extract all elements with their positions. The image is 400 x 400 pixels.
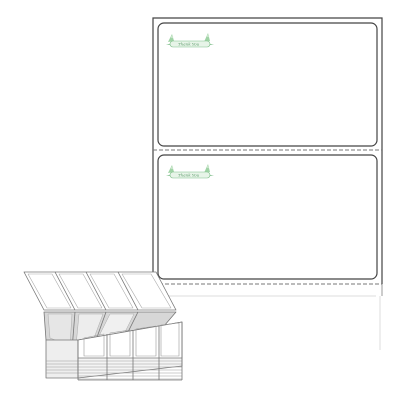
fanfold-stack-icon — [23, 271, 183, 381]
label-2 — [157, 154, 378, 280]
label-1 — [157, 22, 378, 147]
floral-banner-icon — [166, 164, 214, 179]
liner-tail — [152, 284, 383, 296]
floral-banner-icon — [166, 33, 214, 48]
stack-layers — [46, 360, 182, 380]
stack-front-left — [45, 339, 79, 379]
label-1-logo: Thank You — [166, 33, 214, 48]
label-2-logo: Thank You — [166, 164, 214, 179]
label-1-logo-text: Thank You — [178, 42, 200, 47]
label-2-logo-text: Thank You — [178, 173, 200, 178]
label-sheet — [152, 17, 383, 350]
unfolded-strip — [23, 271, 177, 311]
